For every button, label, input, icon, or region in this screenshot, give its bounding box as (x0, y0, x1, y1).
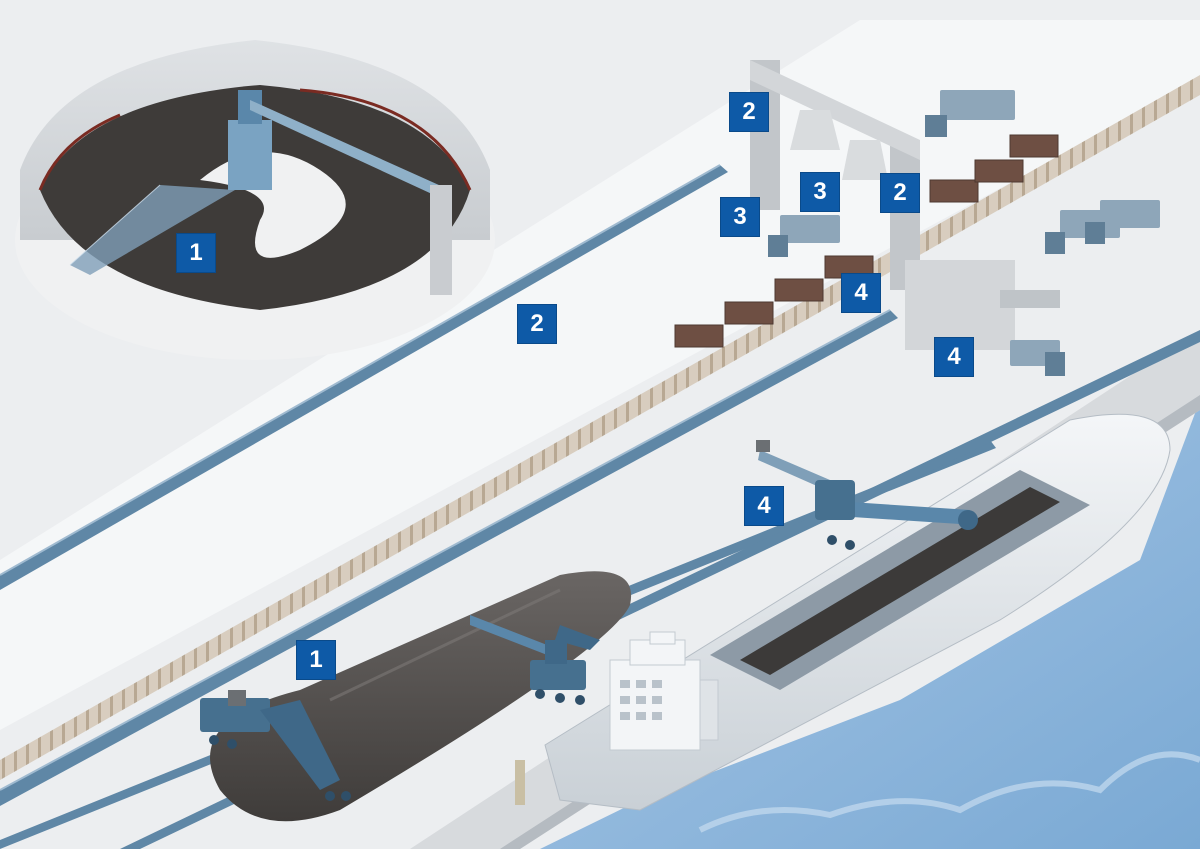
conveyor-dome-outfeed (0, 165, 728, 590)
truck-group-right (1045, 200, 1160, 254)
truck-group-top (925, 90, 1015, 137)
bollard (515, 760, 525, 805)
rail-wagons (674, 134, 1059, 348)
bridge-reclaimer (200, 690, 351, 801)
bulk-carrier-ship (544, 413, 1171, 811)
badge-truck-loading-station: 4 (934, 337, 974, 377)
badge-long-stockpile-reclaimer: 1 (296, 640, 336, 680)
conveyor-tower-down (0, 310, 898, 806)
storage-dome (15, 40, 495, 360)
badge-ship-loader: 4 (744, 486, 784, 526)
badge-dome-outfeed-conveyor: 2 (517, 304, 557, 344)
stacker-crane (470, 615, 600, 705)
badge-silo-truck-loading-left: 3 (720, 197, 760, 237)
badge-silo-truck-loading-center: 3 (800, 172, 840, 212)
truck-under-silo (768, 215, 840, 257)
badge-transfer-tower-right: 2 (880, 173, 920, 213)
ship-superstructure (609, 631, 719, 751)
truck-at-loading-station (1010, 340, 1065, 376)
ship-loader (756, 440, 978, 550)
sea-waves (698, 751, 1200, 833)
badge-dome-stacker-reclaimer: 1 (176, 233, 216, 273)
badge-train-loading: 4 (841, 273, 881, 313)
badge-transfer-tower-left: 2 (729, 92, 769, 132)
sea-water (540, 400, 1200, 849)
transfer-gantry (750, 60, 1060, 350)
